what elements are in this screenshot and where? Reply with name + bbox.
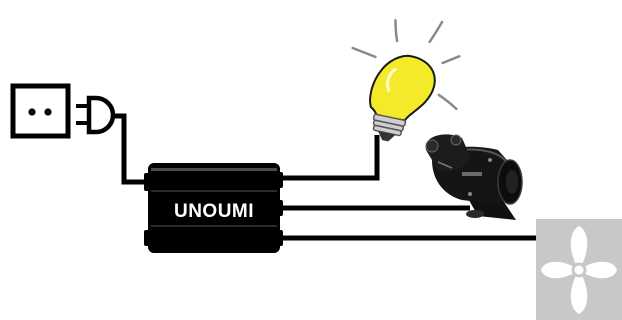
fan-icon bbox=[536, 219, 622, 320]
wire-plug-to-device bbox=[112, 113, 152, 185]
device-label: UNOUMI bbox=[174, 201, 254, 222]
wall-socket-icon bbox=[10, 83, 71, 139]
power-plug-icon bbox=[76, 95, 116, 135]
light-bulb-icon bbox=[351, 19, 461, 142]
water-pump-icon bbox=[425, 134, 523, 220]
power-strip-box-icon: UNOUMI bbox=[144, 163, 283, 253]
wire-device-to-bulb bbox=[278, 135, 380, 181]
wires bbox=[112, 113, 538, 241]
